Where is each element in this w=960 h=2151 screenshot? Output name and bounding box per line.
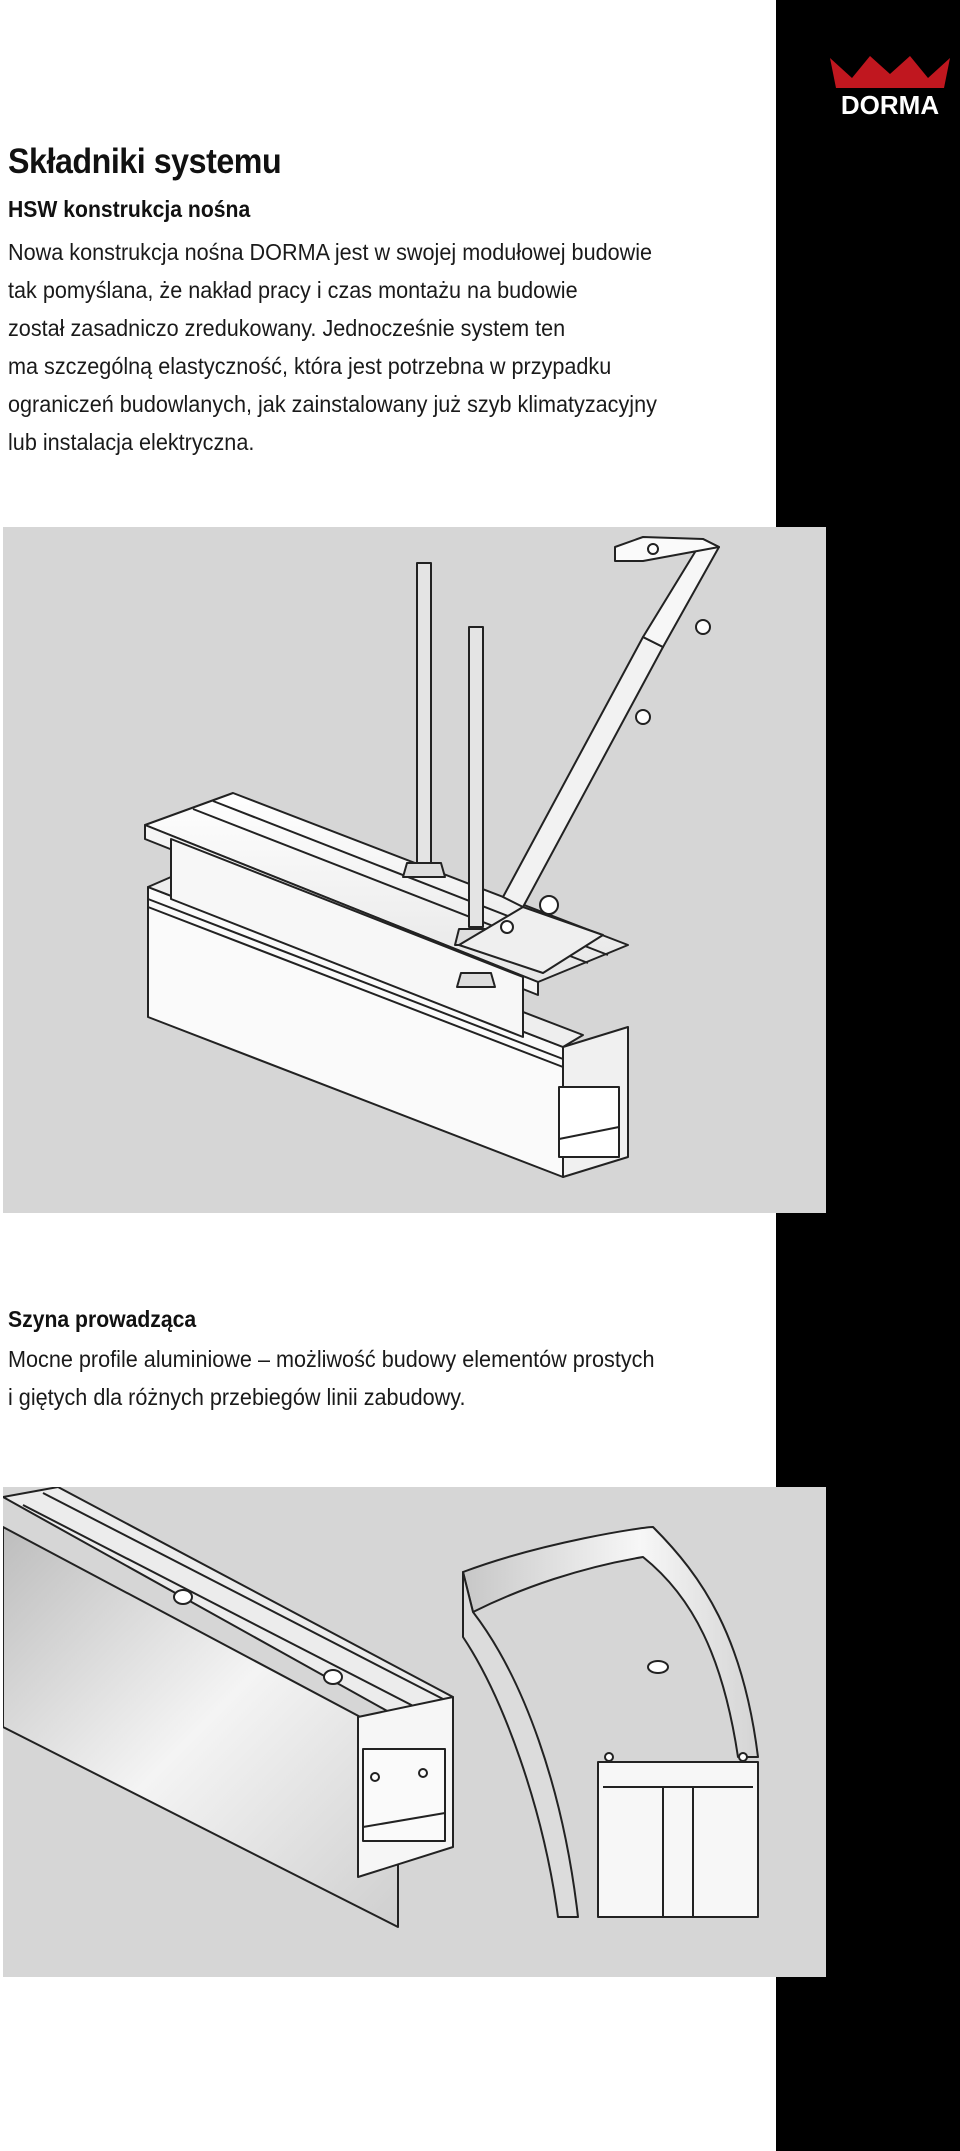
hsw-line: lub instalacja elektryczna.	[8, 429, 255, 455]
rail-line: Mocne profile aluminiowe – możliwość bud…	[8, 1346, 655, 1372]
carrier-illustration	[144, 536, 720, 1178]
hsw-line: tak pomyślana, że nakład pracy i czas mo…	[8, 277, 578, 303]
rail-paragraph: Mocne profile aluminiowe – możliwość bud…	[8, 1340, 707, 1416]
hsw-heading: HSW konstrukcja nośna	[8, 196, 251, 222]
hsw-line: został zasadniczo zredukowany. Jednocześ…	[8, 315, 566, 341]
rails-illustration	[3, 1487, 759, 1928]
rails-figure	[3, 1487, 826, 1977]
rail-heading: Szyna prowadząca	[8, 1306, 197, 1332]
crown-icon	[830, 56, 950, 88]
hsw-line: Nowa konstrukcja nośna DORMA jest w swoj…	[8, 239, 653, 265]
section-title: Składniki systemu	[8, 142, 282, 181]
rail-line: i giętych dla różnych przebiegów linii z…	[8, 1384, 466, 1410]
hsw-line: ma szczególną elastyczność, która jest p…	[8, 353, 612, 379]
logo-text: DORMA	[840, 90, 940, 120]
dorma-logo: DORMA	[826, 52, 954, 124]
carrier-figure	[3, 527, 826, 1213]
hsw-line: ograniczeń budowlanych, jak zainstalowan…	[8, 391, 657, 417]
hsw-paragraph: Nowa konstrukcja nośna DORMA jest w swoj…	[8, 233, 707, 461]
